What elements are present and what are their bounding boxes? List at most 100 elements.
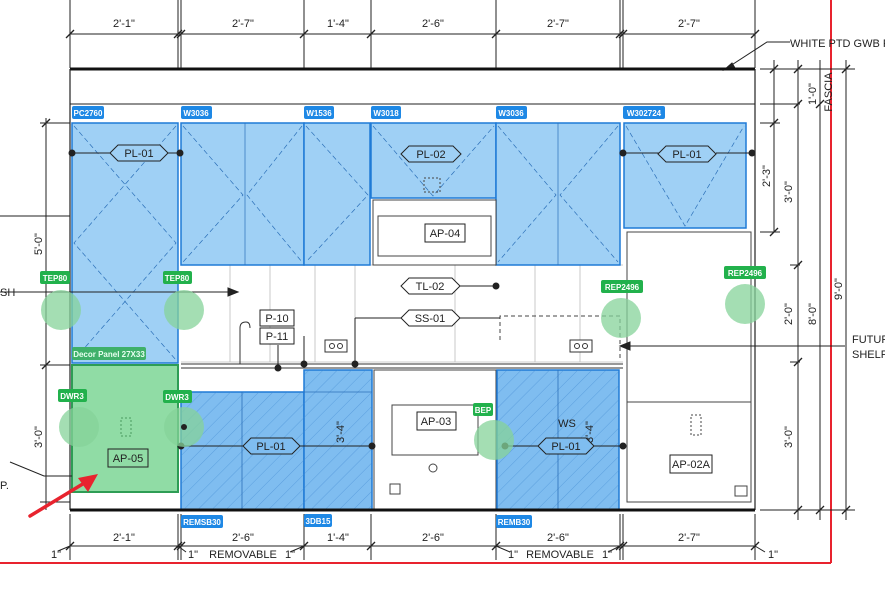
svg-text:PL-02: PL-02 <box>416 149 445 161</box>
outlet-tag-dwr3-left[interactable]: DWR3 <box>58 389 87 402</box>
svg-text:Decor Panel 27X33: Decor Panel 27X33 <box>73 350 145 359</box>
hex-label-tl02[interactable]: TL-02 <box>400 277 461 295</box>
dim-right-upper: 2'-3" <box>761 165 773 187</box>
dim-bottom-1in-d: 1" <box>508 549 518 561</box>
dim-bottom-1in-a: 1" <box>51 549 61 561</box>
svg-text:DWR3: DWR3 <box>60 392 84 401</box>
dim-left-upper: 5'-0" <box>33 233 45 255</box>
dim-remb30-height: 3'-4" <box>584 421 596 443</box>
shelf-callout-2: SHELF <box>852 349 885 361</box>
outlet-markers <box>41 284 765 460</box>
svg-text:PL-01: PL-01 <box>256 441 285 453</box>
cabinet-tag-w3036-left[interactable]: W3036 <box>181 106 212 119</box>
box-label-ap05[interactable]: AP-05 <box>107 448 149 468</box>
outlet-tag-rep2496-right[interactable]: REP2496 <box>724 266 766 279</box>
svg-text:3DB15: 3DB15 <box>306 517 331 526</box>
fascia-label: FASCIA <box>823 72 835 112</box>
outlet-tep80-right <box>164 290 204 330</box>
dim-top-5: 2'-7" <box>547 18 569 30</box>
cabinet-w1536[interactable] <box>303 122 371 266</box>
dim-bottom-5: 2'-6" <box>547 532 569 544</box>
svg-text:AP-04: AP-04 <box>430 228 461 240</box>
cabinet-tag-w3018[interactable]: W3018 <box>371 106 401 119</box>
dim-top-2: 2'-7" <box>232 18 254 30</box>
hex-label-pl01-d[interactable]: PL-01 <box>537 437 595 455</box>
dim-top-3: 1'-4" <box>327 18 349 30</box>
svg-text:AP-02A: AP-02A <box>672 459 711 471</box>
svg-text:REMB30: REMB30 <box>498 518 531 527</box>
svg-text:DWR3: DWR3 <box>165 393 189 402</box>
dim-right-base: 3'-0" <box>783 426 795 448</box>
dim-bottom-4: 2'-6" <box>422 532 444 544</box>
dim-bottom-1in-e: 1" <box>602 549 612 561</box>
box-label-p10[interactable]: P-10 <box>259 309 295 327</box>
svg-text:W1536: W1536 <box>306 109 332 118</box>
outlet-tag-tep80-right[interactable]: TEP80 <box>163 271 192 284</box>
svg-text:TL-02: TL-02 <box>416 281 445 293</box>
gwb-leader <box>722 41 790 71</box>
cabinet-tag-w3036-right[interactable]: W3036 <box>496 106 527 119</box>
svg-text:W3018: W3018 <box>373 109 399 118</box>
dim-bottom-3: 1'-4" <box>327 532 349 544</box>
box-label-ap02a[interactable]: AP-02A <box>669 454 713 474</box>
box-label-p11[interactable]: P-11 <box>259 327 295 345</box>
svg-text:SS-01: SS-01 <box>415 313 446 325</box>
outlet-dwr3-left <box>59 407 99 447</box>
hex-label-pl02[interactable]: PL-02 <box>400 145 462 163</box>
decor-panel-tag[interactable]: Decor Panel 27X33 <box>72 347 146 360</box>
svg-text:BEP: BEP <box>475 406 492 415</box>
outlet-tag-dwr3-right[interactable]: DWR3 <box>163 390 192 403</box>
svg-text:PL-01: PL-01 <box>672 149 701 161</box>
outlet-tag-bep[interactable]: BEP <box>473 403 493 416</box>
svg-text:AP-05: AP-05 <box>113 453 144 465</box>
svg-text:AP-03: AP-03 <box>421 416 452 428</box>
box-label-ap03[interactable]: AP-03 <box>416 411 457 431</box>
dim-right-8ft: 8'-0" <box>807 303 819 325</box>
dim-right-backsplash: 2'-0" <box>783 303 795 325</box>
outlet-tag-rep2496-mid[interactable]: REP2496 <box>601 280 643 293</box>
dim-right-9ft: 9'-0" <box>833 278 845 300</box>
svg-text:P-11: P-11 <box>266 331 288 343</box>
svg-text:PL-01: PL-01 <box>124 148 153 160</box>
dim-top-4: 2'-6" <box>422 18 444 30</box>
sink-label: WS <box>558 418 576 430</box>
outlet-tag-tep80-left[interactable]: TEP80 <box>40 271 70 284</box>
outlet-dots <box>181 424 187 430</box>
top-dimension-string <box>65 0 760 68</box>
svg-text:W3036: W3036 <box>183 109 209 118</box>
sheet-border <box>0 0 832 564</box>
cabinet-tag-remsb30[interactable]: REMSB30 <box>181 515 223 528</box>
hex-label-pl01-a[interactable]: PL-01 <box>109 144 169 162</box>
outlet-rep2496-mid <box>601 298 641 338</box>
dim-bottom-1in-c: 1" <box>285 549 295 561</box>
upper-cabinets <box>71 122 747 364</box>
svg-text:REP2496: REP2496 <box>605 283 640 292</box>
hex-label-pl01-c[interactable]: PL-01 <box>242 437 301 455</box>
outlet-tep80-left <box>41 290 81 330</box>
cabinet-tag-3db15[interactable]: 3DB15 <box>304 514 332 527</box>
box-label-ap04[interactable]: AP-04 <box>424 223 466 243</box>
dim-left-lower: 3'-0" <box>33 426 45 448</box>
left-callout-sh: SH <box>0 287 15 299</box>
cabinet-tag-remb30[interactable]: REMB30 <box>496 515 532 528</box>
bottom-dimension-string <box>57 514 766 560</box>
svg-text:PC2760: PC2760 <box>74 109 103 118</box>
right-tall-unit <box>626 231 752 503</box>
hex-label-ss01[interactable]: SS-01 <box>400 309 461 327</box>
outlet-boxes <box>324 339 593 353</box>
cabinet-tag-pc2760[interactable]: PC2760 <box>72 106 104 119</box>
svg-text:P-10: P-10 <box>265 313 288 325</box>
left-callout-p: P. <box>0 480 9 492</box>
backsplash-lines <box>181 264 623 363</box>
red-pointer-arrow <box>28 474 98 518</box>
shelf-callout-1: FUTUR <box>852 334 885 346</box>
cabinet-pc2760[interactable] <box>71 122 179 364</box>
svg-text:PL-01: PL-01 <box>551 441 580 453</box>
cabinet-w302724[interactable] <box>623 122 747 229</box>
cabinet-tag-w302724[interactable]: W302724 <box>623 106 665 119</box>
hex-label-pl01-b[interactable]: PL-01 <box>657 145 717 163</box>
shelf-bracket <box>499 315 621 360</box>
cabinet-tag-w1536[interactable]: W1536 <box>304 106 334 119</box>
svg-text:W3036: W3036 <box>498 109 524 118</box>
outlet-rep2496-right <box>725 284 765 324</box>
